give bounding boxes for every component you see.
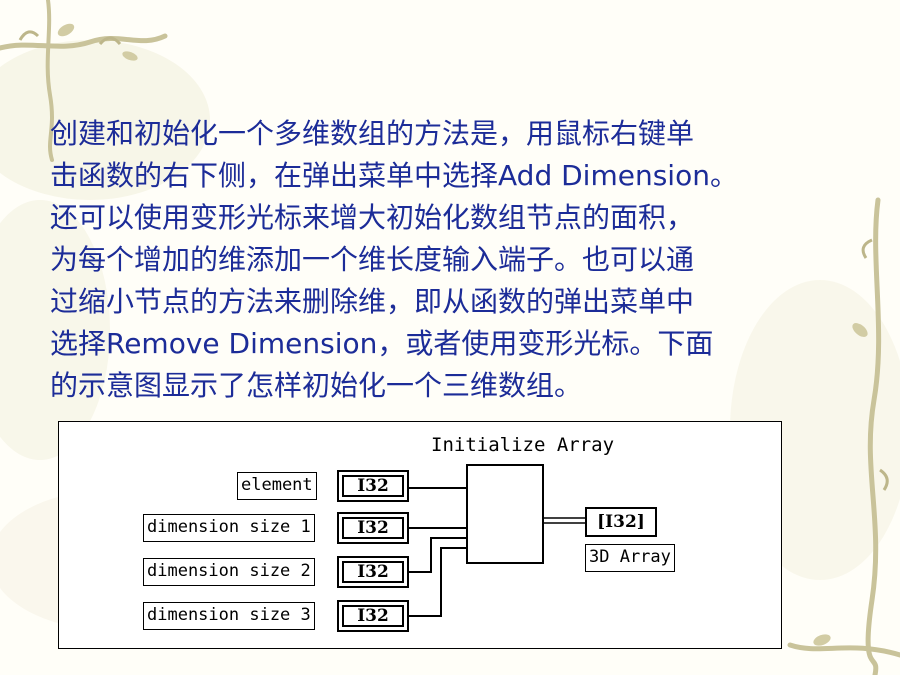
terminal-type: I32 (342, 605, 404, 627)
body-line: 创建和初始化一个多维数组的方法是，用鼠标右键单 (50, 117, 695, 150)
body-line: 的示意图显示了怎样初始化一个三维数组。 (50, 369, 583, 402)
body-line: 过缩小节点的方法来删除维，即从函数的弹出菜单中 (50, 285, 695, 318)
body-line: 击函数的右下侧，在弹出菜单中选择Add Dimension。 (50, 159, 738, 192)
element-label: element (237, 472, 317, 500)
terminal-type: I32 (342, 517, 404, 539)
element-terminal: I32 (337, 470, 409, 502)
body-paragraph: 创建和初始化一个多维数组的方法是，用鼠标右键单 击函数的右下侧，在弹出菜单中选择… (50, 113, 898, 407)
dimension-size-3-label: dimension size 3 (143, 602, 315, 630)
dimension-size-1-terminal: I32 (337, 512, 409, 544)
terminal-type: I32 (342, 475, 404, 497)
dimension-size-2-label: dimension size 2 (143, 558, 315, 586)
initialize-array-node (466, 464, 544, 564)
dimension-size-1-label: dimension size 1 (143, 514, 315, 542)
body-line: 还可以使用变形光标来增大初始化数组节点的面积， (50, 201, 695, 234)
initialize-array-diagram: Initialize Array element I32 dimension s… (58, 421, 782, 649)
terminal-type: I32 (342, 561, 404, 583)
dimension-size-3-terminal: I32 (337, 600, 409, 632)
dimension-size-2-terminal: I32 (337, 556, 409, 588)
output-array-label: 3D Array (585, 544, 675, 572)
output-array-terminal: [I32] (585, 507, 657, 537)
body-line: 选择Remove Dimension，或者使用变形光标。下面 (50, 327, 714, 360)
diagram-title: Initialize Array (431, 434, 615, 456)
body-line: 为每个增加的维添加一个维长度输入端子。也可以通 (50, 243, 695, 276)
